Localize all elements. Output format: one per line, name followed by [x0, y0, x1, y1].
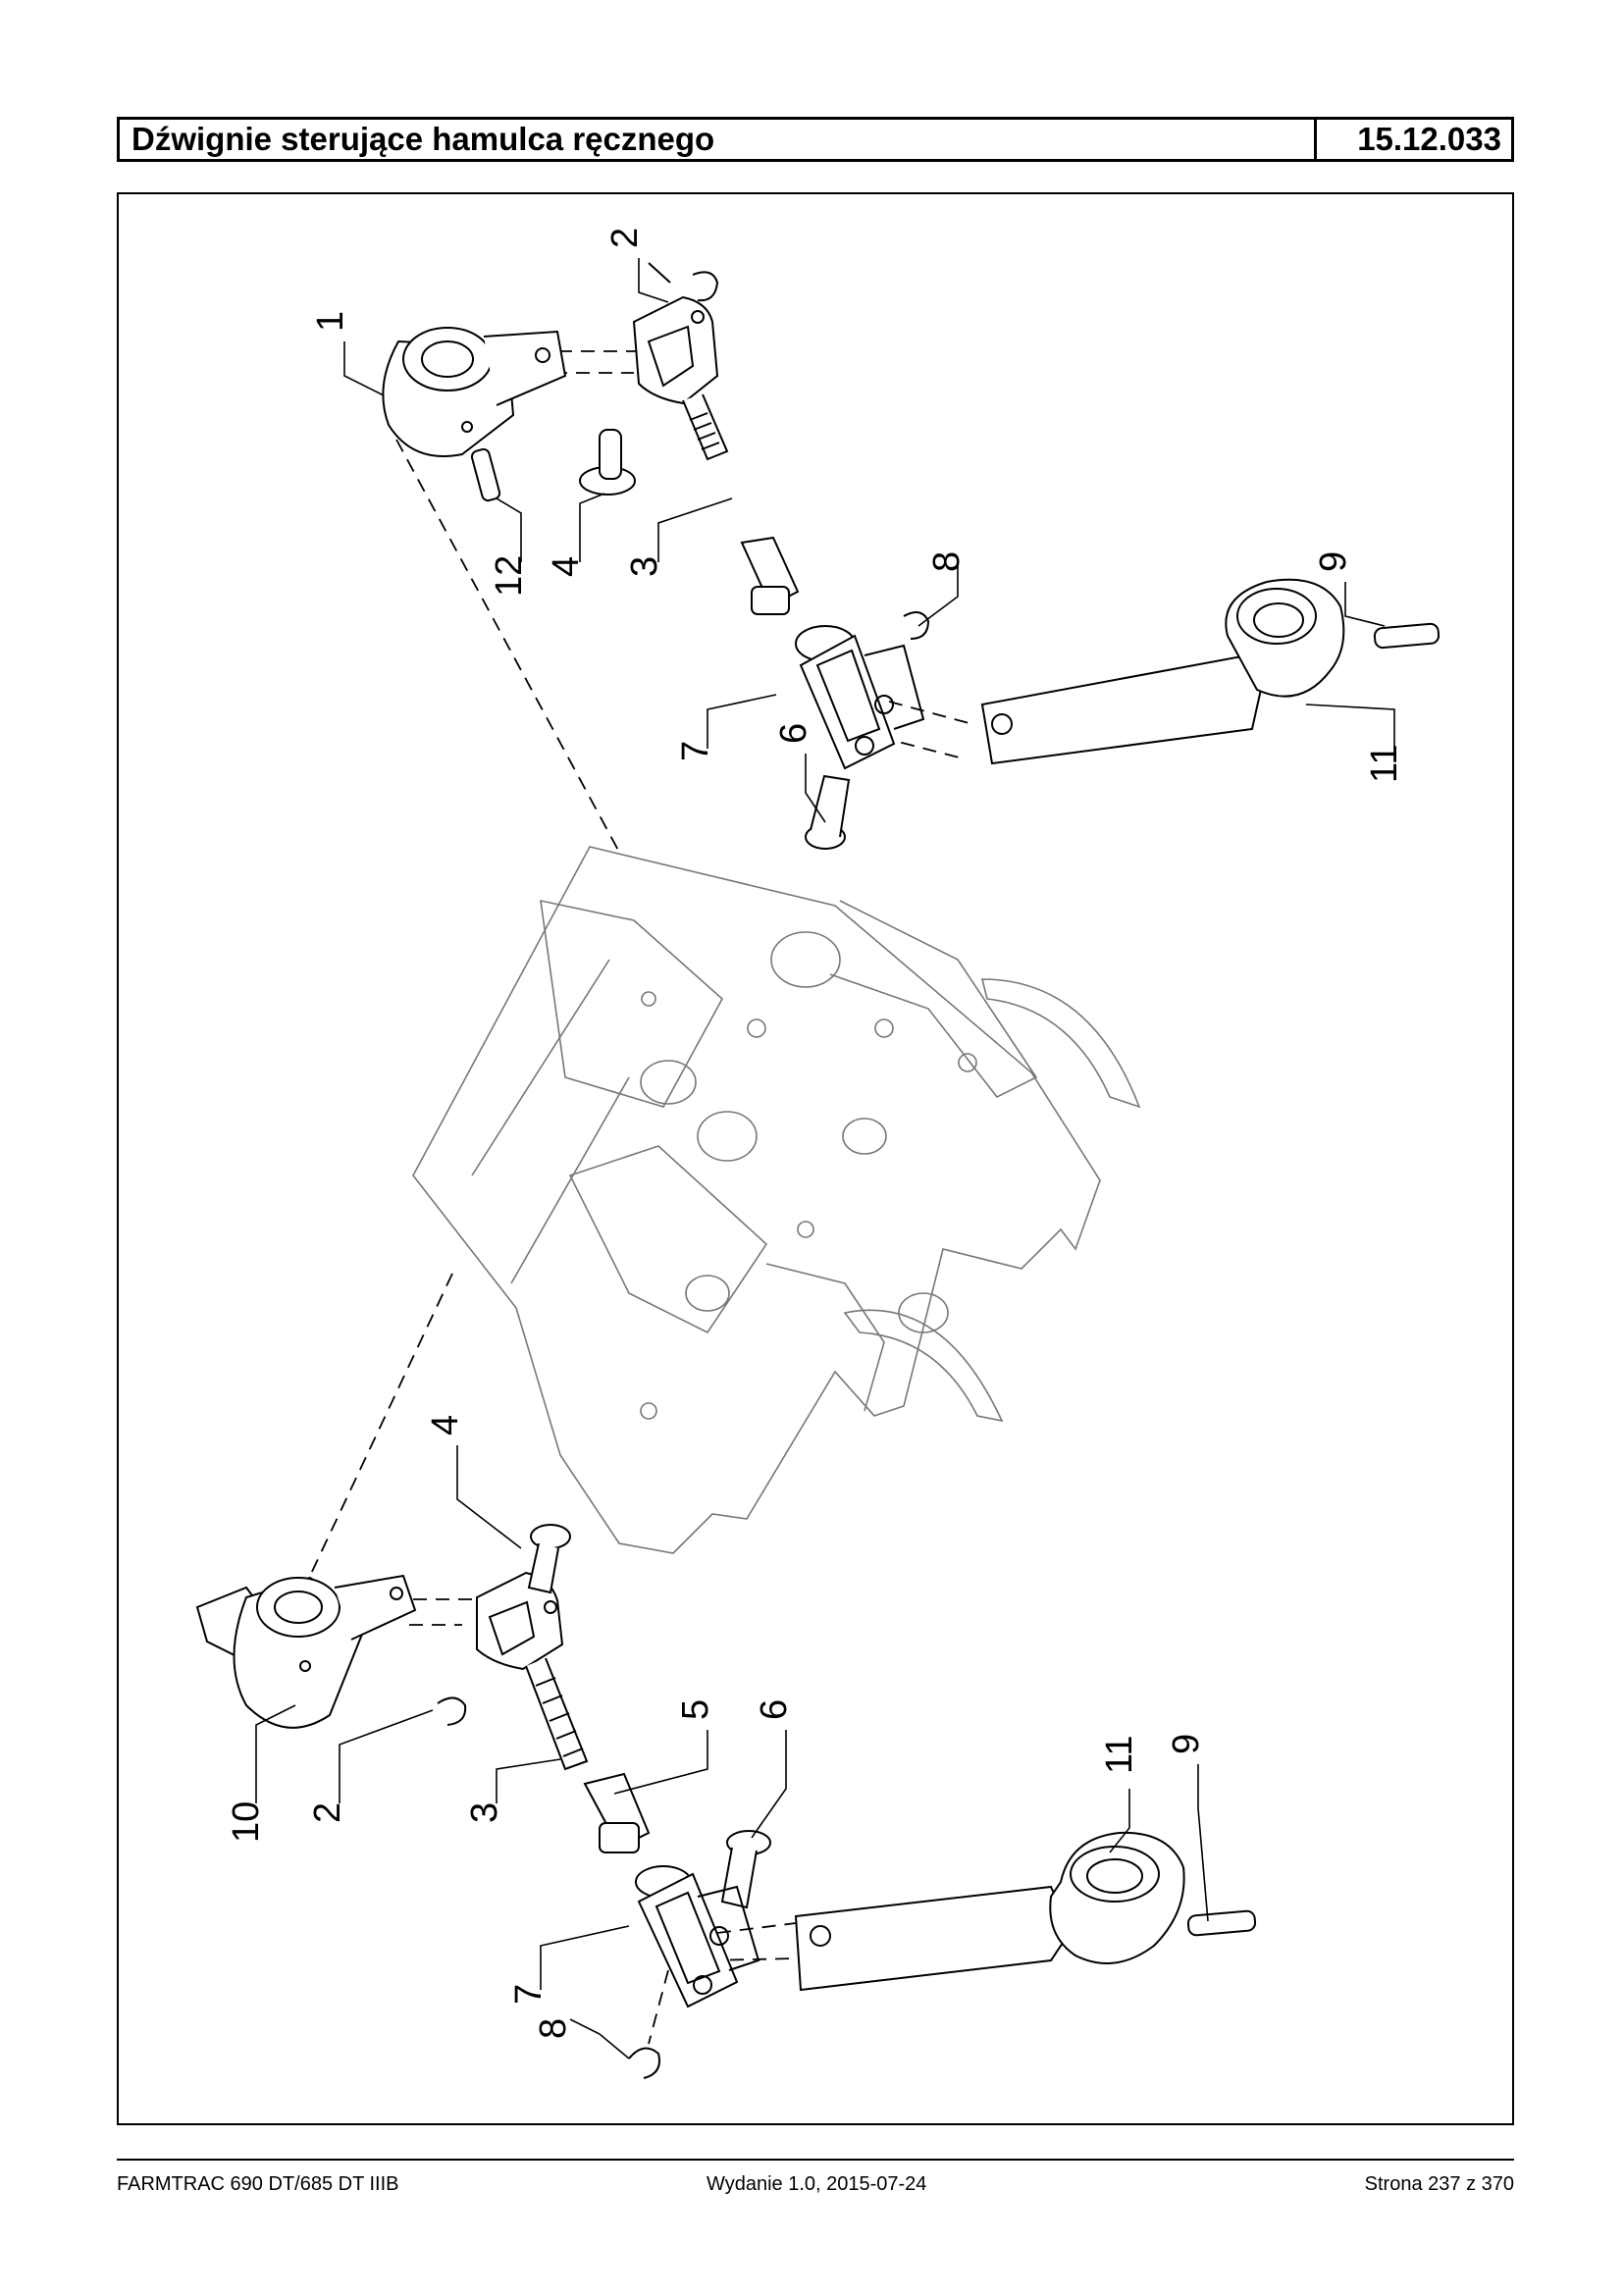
callout-label: 12 [489, 555, 530, 597]
callout-label: 8 [533, 2018, 574, 2039]
callout-label: 2 [307, 1802, 348, 1823]
callout-label: 8 [926, 551, 968, 572]
callout-label: 7 [675, 741, 716, 761]
exploded-parts-diagram: 1 2 3 4 12 8 9 7 6 11 4 10 2 3 5 6 11 9 … [195, 228, 1441, 2079]
callout-label: 5 [675, 1699, 716, 1720]
callout-label: 6 [773, 723, 814, 744]
callout-label: 11 [1364, 745, 1405, 783]
callout-label: 4 [546, 556, 587, 577]
callout-label: 9 [1166, 1734, 1207, 1754]
page-header: Dźwignie sterujące hamulca ręcznego 15.1… [117, 117, 1514, 162]
callout-label: 3 [464, 1802, 505, 1823]
callout-label: 6 [754, 1699, 795, 1720]
callout-label: 11 [1099, 1736, 1140, 1774]
footer-edition: Wydanie 1.0, 2015-07-24 [707, 2173, 927, 2195]
callout-label: 10 [226, 1801, 267, 1843]
diagram-frame: 1 2 3 4 12 8 9 7 6 11 4 10 2 3 5 6 11 9 … [117, 192, 1514, 2125]
callout-label: 3 [624, 556, 665, 577]
callout-label: 1 [310, 311, 351, 332]
callout-label: 4 [425, 1415, 466, 1435]
page-title: Dźwignie sterujące hamulca ręcznego [120, 120, 1317, 159]
footer-page-number: Strona 237 z 370 [1364, 2173, 1514, 2195]
callout-label: 2 [604, 228, 646, 248]
callout-label: 9 [1313, 551, 1354, 572]
footer-divider [117, 2159, 1514, 2161]
section-code: 15.12.033 [1357, 121, 1501, 157]
callout-label: 7 [508, 1984, 550, 2005]
footer-model: FARMTRAC 690 DT/685 DT IIIB [117, 2173, 399, 2195]
